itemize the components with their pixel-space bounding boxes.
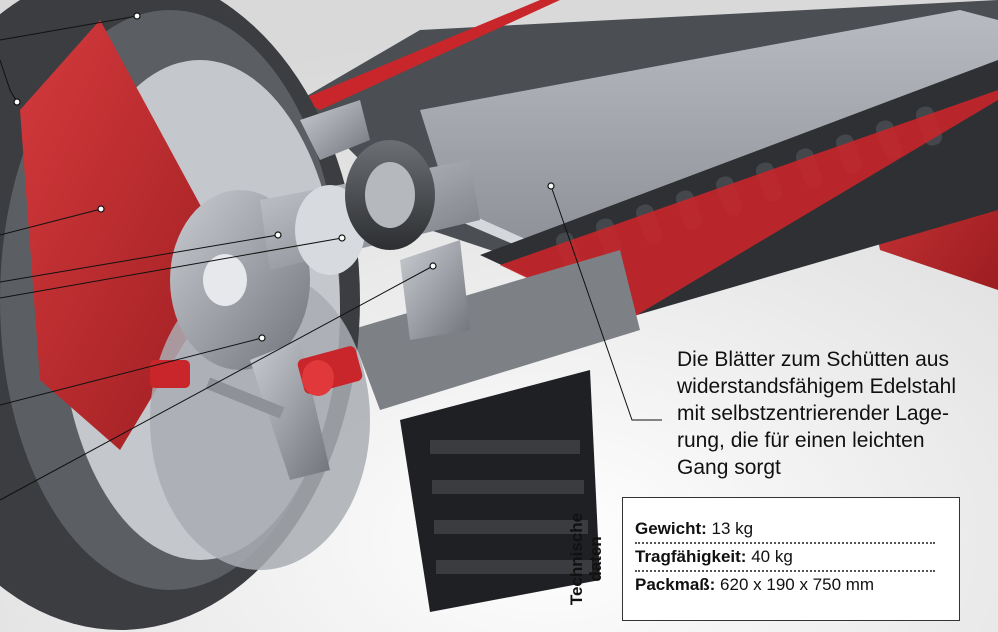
gear-center	[203, 254, 247, 306]
frame-plate	[350, 250, 640, 410]
description-line: Gang sorgt	[677, 456, 781, 479]
callout-dots	[13, 12, 555, 342]
description-line: rung, die für einen leichten	[677, 429, 925, 452]
spec-row-capacity: Tragfähigkeit: 40 kg	[635, 546, 935, 572]
red-top-rim	[300, 0, 560, 110]
specs-title-line1: Technische	[567, 512, 586, 606]
spring	[205, 377, 285, 419]
bearing-2-inner	[365, 162, 415, 228]
spec-label: Tragfähigkeit:	[635, 547, 747, 566]
red-pin-2	[150, 360, 190, 388]
spec-label: Gewicht:	[635, 519, 707, 538]
spec-value: 620 x 190 x 750 mm	[715, 575, 875, 594]
spec-row-pack-size: Packmaß: 620 x 190 x 750 mm	[635, 574, 935, 598]
blade-description: Die Blätter zum Schütten aus widerstands…	[677, 346, 977, 481]
description-line: mit selbstzentrierender Lage-	[677, 402, 949, 425]
description-line: Die Blätter zum Schütten aus	[677, 348, 949, 371]
spec-value: 40 kg	[746, 547, 793, 566]
callout-lines	[0, 15, 662, 501]
specs-box: Gewicht: 13 kg Tragfähigkeit: 40 kg Pack…	[622, 497, 960, 621]
spec-value: 13 kg	[706, 519, 754, 538]
spec-label: Packmaß:	[635, 575, 716, 594]
description-line: widerstandsfähigem Edelstahl	[677, 375, 956, 398]
spec-row-weight: Gewicht: 13 kg	[635, 518, 935, 544]
bracket-upper	[300, 100, 370, 160]
specs-title: Technische daten	[556, 500, 616, 618]
gear-block-ribs	[430, 440, 592, 574]
red-pin-cap	[302, 360, 334, 396]
specs-title-line2: daten	[586, 536, 605, 582]
pawl-arm	[250, 340, 330, 480]
blade-tray	[420, 10, 998, 250]
red-lower-rim	[500, 90, 998, 325]
bracket-lower	[400, 240, 470, 340]
